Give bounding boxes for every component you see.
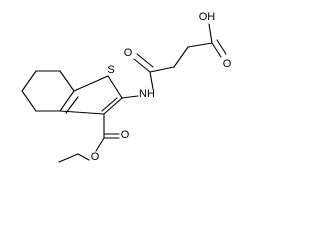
bond-ch2-acid-c — [187, 42, 213, 48]
bond-carbonyl-o-double — [136, 53, 154, 68]
bond-n-carbonyl — [149, 71, 154, 90]
bond-acid-c-oh — [208, 23, 213, 44]
bond-ring-c3-c4 — [21, 90, 37, 112]
bond-acid-c-o-double — [216, 39, 227, 55]
bond-fusion-c7a-c7 — [59, 70, 75, 92]
bond-ring-c2-c3 — [21, 70, 37, 92]
amide-oxygen-label: O — [124, 47, 133, 59]
bond-c2-c3 — [103, 97, 123, 115]
ester-ether-oxygen-label: O — [91, 151, 100, 163]
bond-ch2-ch3 — [58, 153, 79, 163]
bond-carbonyl-ch2 — [149, 66, 175, 73]
bond-ch2-ch2 — [173, 46, 189, 68]
bond-acid-c-o — [211, 42, 222, 58]
thiophene-ring — [59, 70, 123, 115]
chemical-structure-diagram: OH O O NH S O O — [21, 11, 232, 163]
thiophene-sulfur-label: S — [107, 64, 114, 76]
amide-chain — [121, 23, 227, 99]
hydroxyl-label: OH — [199, 11, 216, 23]
bond-c2-c3-inner — [101, 97, 118, 112]
ester-group — [58, 113, 120, 163]
bond-carbonyl-o — [133, 58, 151, 73]
carboxyl-oxygen-label: O — [223, 58, 232, 70]
bond-s-c2 — [107, 75, 123, 99]
amide-nitrogen-label: NH — [139, 88, 155, 100]
bond-fusion-c3a-c7a — [59, 90, 75, 112]
cyclohexane-ring — [21, 70, 61, 112]
ester-carbonyl-oxygen-label: O — [121, 129, 130, 141]
bond-c7a-c3a-double — [65, 96, 79, 114]
atom-labels: OH O O NH S O O — [91, 11, 232, 163]
bond-c7a-s — [73, 75, 109, 92]
bond-c2-n — [121, 95, 139, 99]
bond-ester-c-o-ether — [95, 137, 105, 152]
bond-o-ch2 — [77, 153, 90, 161]
